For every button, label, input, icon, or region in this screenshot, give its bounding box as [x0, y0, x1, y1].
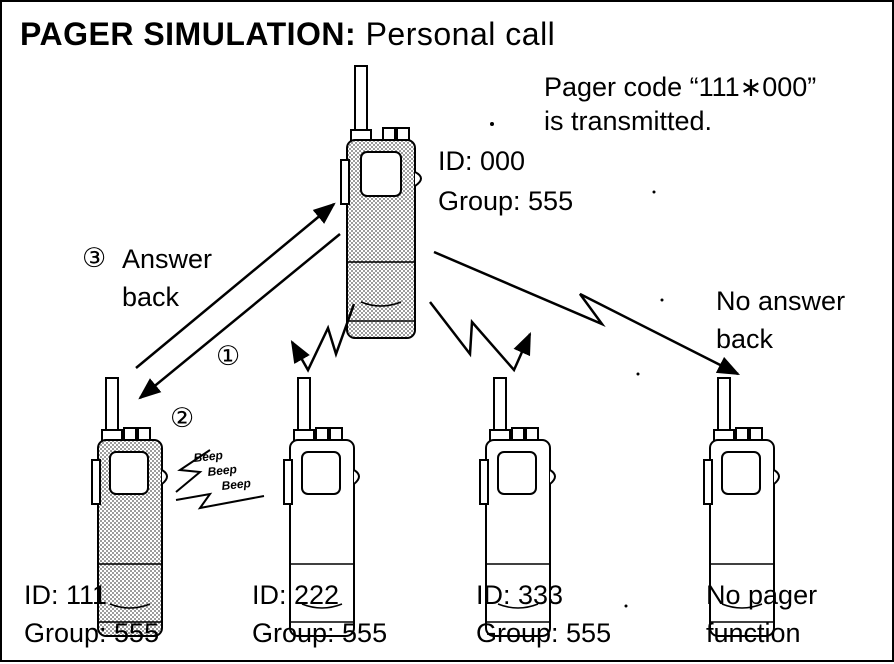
receiver-222-radio-icon	[283, 377, 360, 637]
receiver-no-pager-line1: No pager	[706, 580, 818, 610]
answer-back-line1: Answer	[122, 244, 213, 274]
receiver-111-radio-icon	[91, 377, 168, 637]
no-answer-line2: back	[716, 324, 774, 354]
answer-back-arrow	[135, 202, 336, 369]
stray-dot	[660, 298, 664, 302]
step-3-marker: ③	[82, 243, 107, 274]
signal-333-zigzag	[429, 301, 532, 373]
stray-dot	[490, 122, 494, 126]
receiver-333-radio-icon	[479, 377, 556, 637]
answer-back-line2: back	[122, 282, 180, 312]
no-answer-line1: No answer	[716, 286, 846, 316]
stray-dot	[652, 190, 656, 194]
step-2-marker: ②	[170, 403, 195, 434]
beep-text-3: Beep	[221, 476, 252, 493]
page-title: PAGER SIMULATION: Personal call	[20, 16, 555, 53]
beep-text-1: Beep	[193, 448, 224, 465]
beep-lightning-lower	[175, 492, 265, 510]
receiver-222-group: Group: 555	[252, 618, 388, 648]
title-bold: PAGER SIMULATION:	[20, 16, 357, 52]
receiver-333-group: Group: 555	[476, 618, 612, 648]
step-1-marker: ①	[216, 341, 241, 372]
title-normal: Personal call	[365, 16, 556, 52]
receiver-111-group: Group: 555	[24, 618, 160, 648]
receiver-no-pager-radio-icon	[703, 377, 780, 637]
beep-text-2: Beep	[207, 462, 238, 479]
pager-code-note-line1: Pager code “111∗000”	[544, 72, 817, 102]
pager-code-note-line2: is transmitted.	[544, 106, 713, 136]
beep-lightning-upper	[175, 449, 211, 493]
no-answer-arrow	[433, 250, 741, 376]
stray-dot	[636, 372, 640, 376]
caller-group: Group: 555	[438, 186, 574, 216]
caller-radio-icon	[340, 65, 422, 339]
stray-dot	[624, 604, 628, 608]
call-arrow	[138, 233, 341, 400]
signal-222-zigzag	[290, 303, 356, 373]
receiver-no-pager-line2: function	[706, 618, 801, 648]
receiver-222-id: ID: 222	[252, 580, 340, 610]
caller-id: ID: 000	[438, 146, 526, 176]
receiver-111-id: ID: 111	[24, 580, 108, 610]
receiver-333-id: ID: 333	[476, 580, 564, 610]
